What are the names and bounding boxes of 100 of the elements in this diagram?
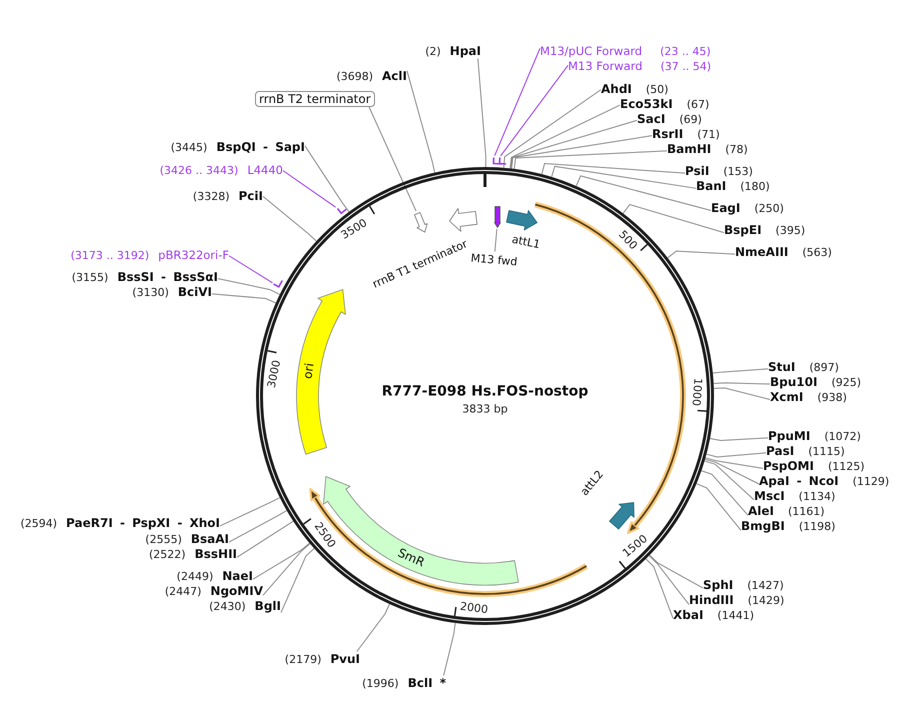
leader-line	[706, 452, 766, 458]
enzyme-name: HindIII	[689, 592, 734, 608]
feature-label: M13 fwd	[470, 252, 518, 268]
cut-site-number: (2594)	[20, 516, 58, 530]
cut-site-number: (2430)	[209, 598, 246, 614]
cut-site-number: (3698)	[336, 68, 374, 84]
leader-line	[304, 145, 350, 212]
enzyme-name: NgoMIV	[210, 584, 263, 598]
leader-line	[280, 548, 315, 614]
enzyme-name: EagI	[711, 200, 740, 216]
enzyme-name: HpaI	[450, 44, 481, 58]
leader-line	[696, 483, 742, 531]
enzyme-name: BmgBI	[741, 518, 785, 534]
cut-site-number: (1129)	[852, 474, 890, 488]
enzyme-name: StuI	[768, 360, 796, 374]
enzyme-name: NaeI	[222, 568, 253, 584]
leader-line	[406, 70, 436, 174]
feature-name: SmR	[396, 546, 426, 570]
cut-site-number: (180)	[740, 178, 770, 194]
cut-site-number: (1125)	[828, 458, 865, 474]
cut-site-number: (395)	[776, 222, 806, 238]
cut-site-number: (897)	[809, 360, 839, 374]
leader-line	[648, 555, 690, 606]
cut-site-number: (78)	[725, 142, 748, 156]
leader-line	[228, 255, 273, 284]
enzyme-name: BanI	[696, 178, 726, 194]
leader-line	[704, 458, 760, 484]
enzyme-name: BspQI - SapI	[216, 140, 305, 154]
cut-site-number: (1996)	[362, 676, 399, 690]
leader-line	[649, 554, 704, 589]
cut-site-number: (250)	[754, 200, 784, 216]
leader-line	[282, 170, 336, 208]
cut-site-number: (153)	[723, 164, 753, 178]
enzyme-name: AleI	[748, 504, 774, 518]
leader-line	[713, 382, 770, 385]
leader-line	[212, 293, 276, 304]
leader-line	[443, 622, 456, 676]
leader-line	[368, 106, 417, 212]
enzyme-name: SacI	[637, 112, 666, 126]
enzyme-name: MscI	[754, 488, 785, 504]
leader-line	[510, 104, 620, 169]
plasmid-name: R777-E098 Hs.FOS-nostop	[382, 384, 588, 400]
leader-line	[356, 604, 390, 652]
leader-line	[218, 278, 280, 295]
primer-location: (37 .. 54)	[660, 58, 712, 74]
leader-line	[713, 388, 770, 400]
leader-line	[494, 228, 498, 252]
cut-site-number: (2449)	[176, 568, 214, 584]
scale-label: 1000	[690, 378, 704, 407]
enzyme-name: ApaI - NcoI	[759, 474, 839, 488]
leader-line	[494, 48, 540, 156]
leader-line	[510, 120, 638, 169]
enzyme-name: AclI	[382, 68, 407, 84]
scale-label: 500	[616, 228, 640, 252]
cut-site-number: (1198)	[798, 518, 836, 534]
enzyme-name: BsaAI	[190, 532, 229, 546]
enzyme-name: PciI	[238, 188, 263, 204]
enzyme-name: PvuI	[330, 652, 360, 666]
enzyme-name: AhdI	[601, 82, 632, 96]
cut-site-number: (925)	[831, 374, 862, 390]
leader-line	[503, 89, 602, 168]
cut-site-number: (1134)	[798, 488, 836, 504]
leader-line	[712, 368, 768, 374]
leader-line	[220, 497, 280, 526]
enzyme-name: BamHI	[667, 142, 712, 156]
leader-line	[700, 470, 748, 516]
cut-site-number: (1115)	[808, 444, 845, 458]
leader-line	[551, 166, 696, 189]
scale-label: 3000	[264, 358, 284, 389]
leader-line	[228, 510, 288, 543]
leader-line	[705, 457, 764, 469]
leader-line	[704, 460, 754, 500]
enzyme-name: BglI	[254, 598, 281, 614]
cut-site-number: (1161)	[788, 504, 825, 518]
enzyme-name: BssHII	[194, 546, 237, 562]
enzyme-name: Eco53kI	[620, 96, 673, 112]
cut-site-number: (50)	[646, 82, 668, 96]
leader-line	[500, 64, 568, 156]
primer-location: (23 .. 45)	[660, 44, 711, 58]
leader-line	[576, 175, 712, 212]
cut-site-number: (1072)	[824, 428, 861, 444]
cut-site-number: (3445)	[170, 140, 208, 154]
cut-site-number: (563)	[802, 244, 832, 260]
feature-label: rrnB T2 terminator	[255, 91, 375, 107]
cut-site-number: (2522)	[149, 546, 186, 562]
feature-name: ori	[301, 362, 317, 380]
primer-name: pBR322ori-F	[158, 248, 229, 262]
plasmid-size: 3833 bp	[462, 402, 508, 416]
leader-line	[262, 543, 311, 596]
cut-site-number: (2447)	[164, 584, 202, 598]
enzyme-name: PasI	[766, 444, 794, 458]
leader-line	[252, 542, 310, 580]
cut-site-number: (71)	[697, 126, 720, 142]
leader-line	[667, 250, 736, 258]
cut-site-number: (2179)	[284, 652, 322, 666]
cut-site-number: (3130)	[132, 284, 169, 300]
primer-name: M13/pUC Forward	[540, 44, 642, 58]
leader-line	[236, 520, 294, 558]
leader-line	[622, 204, 724, 234]
cut-site-number: (1429)	[748, 592, 784, 608]
